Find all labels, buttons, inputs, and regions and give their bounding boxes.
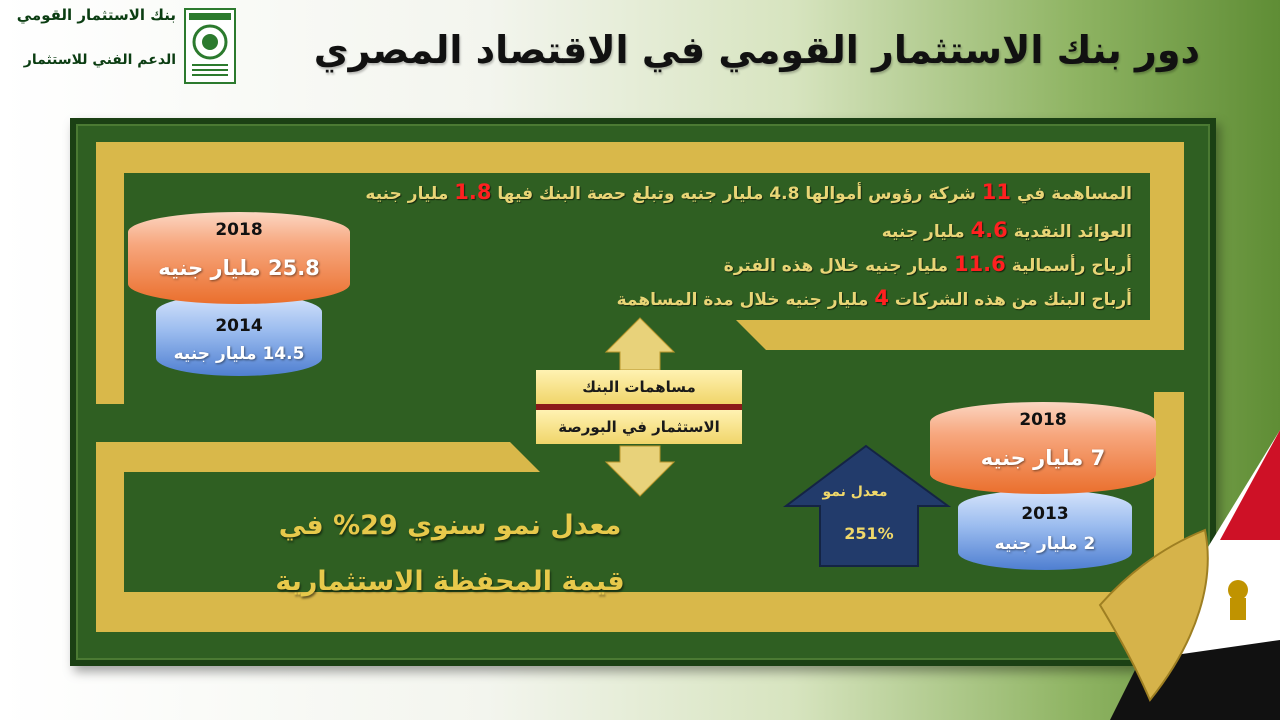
cylinder-2014: 2014 14.5 مليار جنيه <box>156 294 322 376</box>
egypt-flag-corner <box>1098 430 1280 720</box>
cylinder-2018-left: 2018 25.8 مليار جنيه <box>128 212 350 304</box>
cylinder-2013: 2013 2 مليار جنيه <box>958 490 1132 570</box>
fact-row-2: العوائد النقدية 4.6 مليار جنيه <box>881 218 1132 242</box>
fact-row-1: المساهمة في 11 شركة رؤوس أموالها 4.8 ملي… <box>365 180 1132 204</box>
page-title: دور بنك الاستثمار القومي في الاقتصاد الم… <box>313 28 1200 72</box>
growth-rate-value: 251% <box>844 524 894 543</box>
cylinder-2018-right: 2018 7 مليار جنيه <box>930 402 1156 494</box>
eagle-icon <box>1228 580 1248 620</box>
page-curl <box>1098 528 1209 702</box>
bank-logo <box>184 8 236 84</box>
growth-rate-label: معدل نمو <box>822 484 888 500</box>
bank-subtitle: الدعم الفني للاستثمار <box>23 52 176 68</box>
annual-growth-text: معدل نمو سنوي 29% في <box>278 510 622 541</box>
fact-row-3: أرباح رأسمالية 11.6 مليار جنيه خلال هذه … <box>723 252 1132 276</box>
portfolio-value-text: قيمة المحفظة الاستثمارية <box>275 566 625 597</box>
bank-contributions-label: مساهمات البنك <box>536 370 742 404</box>
fact-row-4: أرباح البنك من هذه الشركات 4 مليار جنيه … <box>616 286 1132 310</box>
stock-investment-label: الاستثمار في البورصة <box>536 410 742 444</box>
bank-name: بنك الاستثمار القومي <box>16 6 176 24</box>
nib-emblem-icon <box>189 13 231 76</box>
